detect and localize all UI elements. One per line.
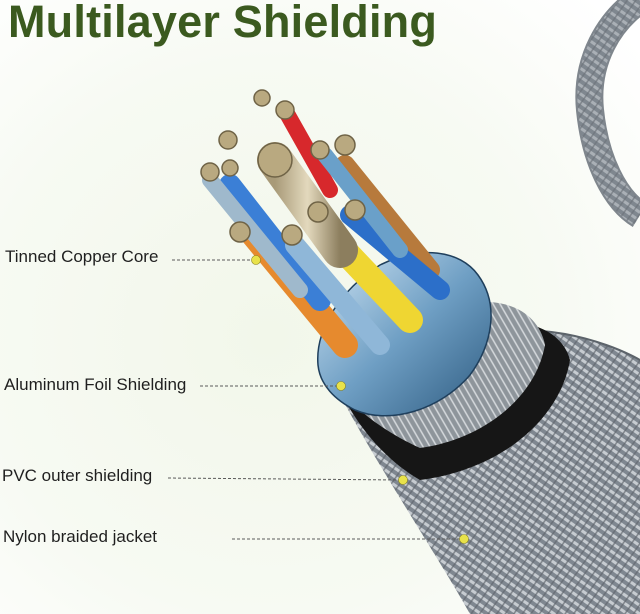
callout-label-tinned-copper-core: Tinned Copper Core [5, 247, 159, 266]
callout-label-aluminum-foil-shielding: Aluminum Foil Shielding [4, 375, 187, 394]
callout-dot-jacket [459, 534, 469, 544]
callout-label-pvc-outer-shielding: PVC outer shielding [2, 466, 153, 485]
callout-dot-foil [336, 381, 346, 391]
callout-dot-core [251, 255, 261, 265]
callout-dots [251, 255, 469, 544]
callout-label-nylon-braided-jacket: Nylon braided jacket [3, 527, 158, 546]
callout-leaders [167, 259, 462, 540]
callout-dot-pvc [398, 475, 408, 485]
copper-strand-tips [200, 89, 366, 246]
page-title: Multilayer Shielding [8, 0, 438, 47]
